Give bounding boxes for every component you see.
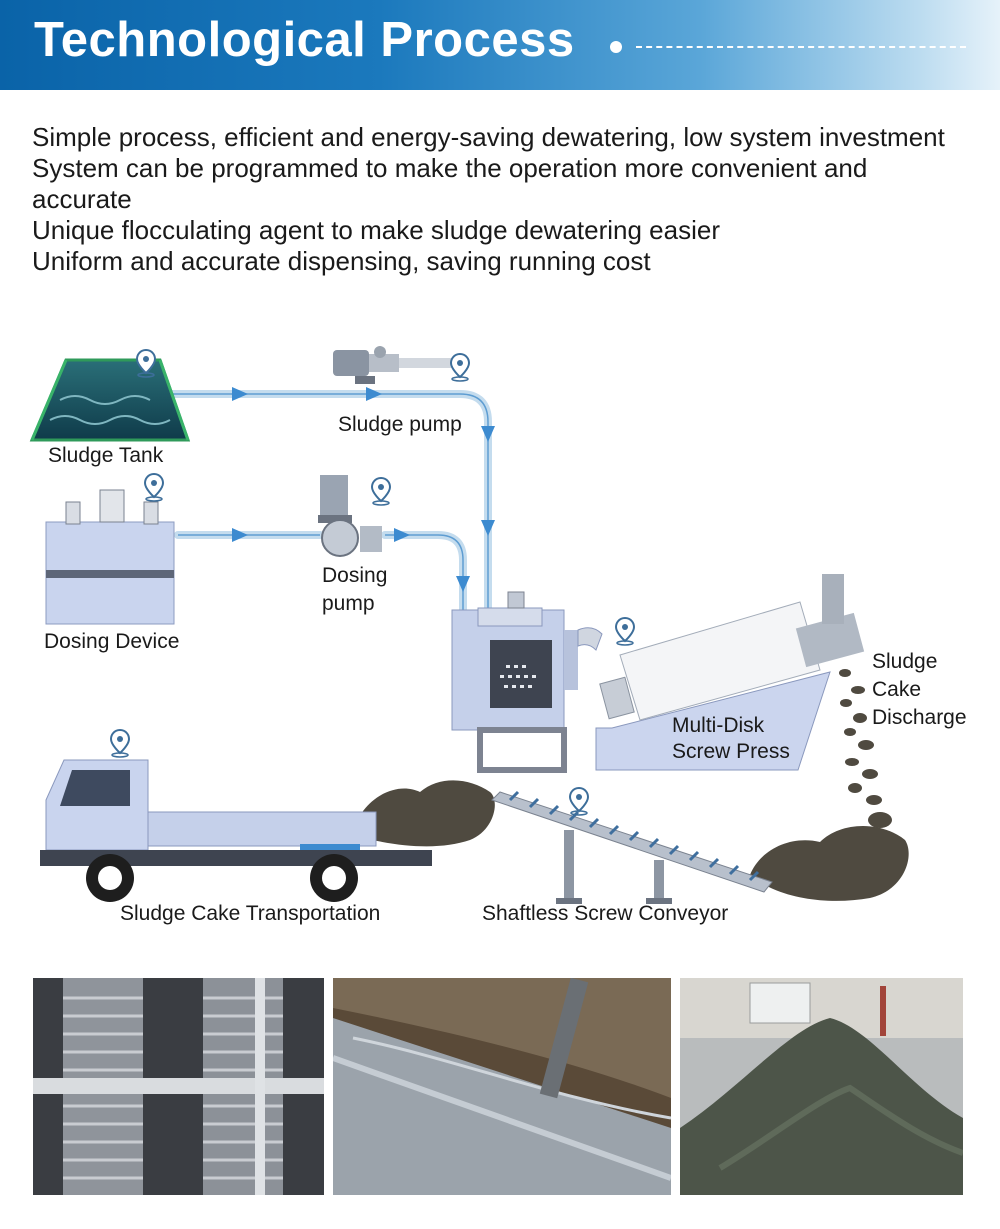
dosing-pump-image [318,475,382,557]
banner-dash-decoration [636,46,966,48]
screw-conveyor-photo [333,978,671,1195]
sludge-pile [352,780,909,901]
banner-dot-decoration [610,41,622,53]
flow-arrow-icon [232,387,495,592]
feature-list: Simple process, efficient and energy-sav… [32,122,972,277]
feature-item: Simple process, efficient and energy-sav… [32,122,945,152]
label-cake-discharge: Sludge Cake Discharge [872,650,967,729]
location-pin-icon [371,477,391,506]
sludge-cake-pile-photo [680,978,963,1195]
screw-press-image [595,574,865,771]
feature-item: Unique flocculating agent to make sludge… [32,215,720,245]
sludge-tank-image [29,358,191,442]
label-screw-press: Multi-Disk Screw Press [672,714,790,763]
truck-image [40,759,432,902]
falling-sludge-cake [839,669,892,828]
location-pin-icon [615,617,635,646]
header-banner: Technological Process [0,0,1000,90]
screw-conveyor-image [491,790,773,904]
label-transportation: Sludge Cake Transportation [120,902,381,925]
dosing-device-image [45,489,175,625]
sludge-pump-image [333,346,451,384]
label-conveyor: Shaftless Screw Conveyor [482,902,729,925]
process-diagram: Sludge Tank Sludge pump Dosing Device Do… [0,330,1000,950]
photo-strip [33,978,963,1195]
location-pin-icon [136,349,156,378]
location-pin-icon [144,473,164,502]
page-title: Technological Process [34,13,575,67]
screw-press-closeup-photo [33,978,324,1195]
location-pin-icon [450,353,470,382]
feature-item: Uniform and accurate dispensing, saving … [32,246,651,276]
label-dosing-pump: Dosing pump [322,564,388,615]
process-diagram-svg [29,346,909,904]
label-sludge-pump: Sludge pump [338,413,462,436]
label-dosing-device: Dosing Device [44,630,180,653]
location-pin-icon [110,729,130,758]
label-sludge-tank: Sludge Tank [48,444,164,467]
location-pin-icon [569,787,589,816]
flocculation-tank-image [451,591,603,773]
feature-item: System can be programmed to make the ope… [32,153,868,214]
